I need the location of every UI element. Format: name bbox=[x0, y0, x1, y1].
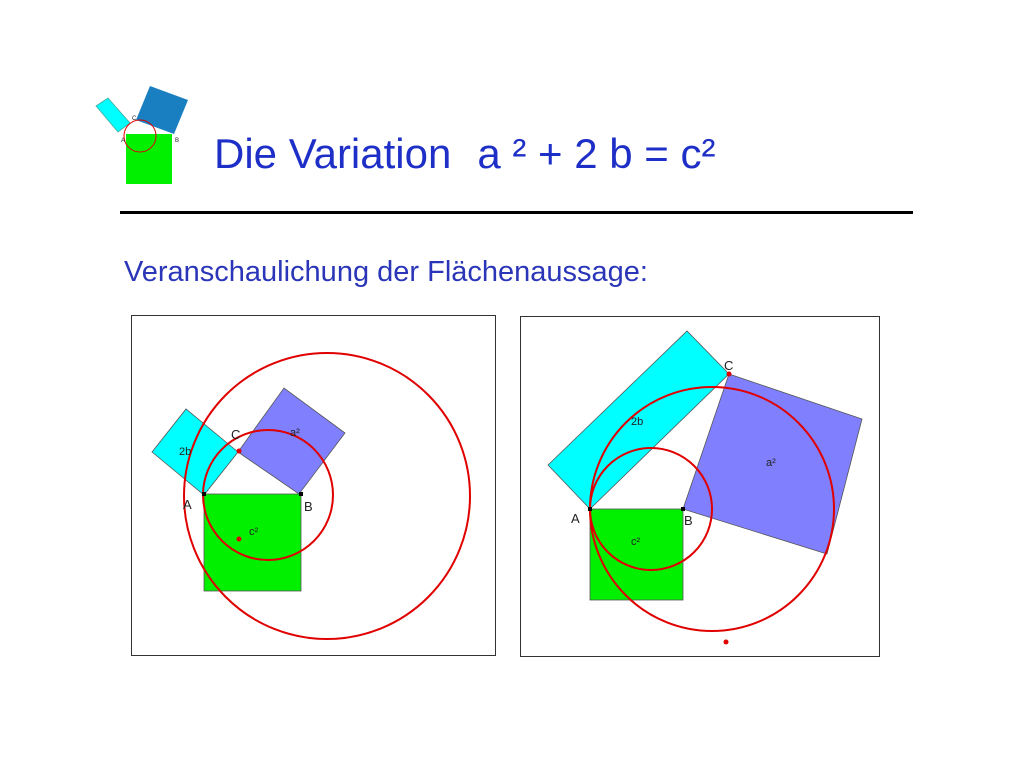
label-c: C bbox=[231, 427, 240, 442]
diagram-left-svg: A B C 2b a² c² bbox=[131, 315, 496, 656]
title-divider bbox=[120, 211, 913, 214]
label-a2: a² bbox=[766, 457, 776, 469]
logo-rect-2b bbox=[95, 97, 131, 133]
point-b bbox=[681, 507, 685, 511]
title-formula: a ² + 2 b = c² bbox=[477, 130, 716, 177]
label-a2: a² bbox=[290, 427, 300, 439]
point-circle-marker bbox=[236, 536, 242, 542]
diagram-right: A B C 2b a² c² bbox=[520, 316, 881, 658]
logo-square-a bbox=[136, 86, 188, 134]
label-2b: 2b bbox=[179, 446, 191, 458]
label-2b: 2b bbox=[631, 416, 643, 428]
point-c bbox=[236, 448, 242, 454]
large-circle bbox=[183, 352, 471, 640]
square-c bbox=[203, 493, 302, 592]
point-a bbox=[202, 492, 206, 496]
title-prefix: Die Variation bbox=[214, 130, 452, 177]
diagram-frame bbox=[131, 315, 496, 656]
logo-figure: A B C bbox=[95, 86, 188, 184]
point-b bbox=[299, 492, 303, 496]
label-c: C bbox=[724, 358, 733, 373]
label-c2: c² bbox=[249, 526, 259, 538]
pythagoras-logo: A B C bbox=[88, 78, 200, 188]
square-a bbox=[682, 373, 863, 555]
logo-label-a: A bbox=[121, 138, 125, 144]
diagram-left: A B C 2b a² c² bbox=[131, 315, 496, 657]
logo-square-c bbox=[126, 134, 172, 184]
label-a: A bbox=[571, 511, 580, 526]
logo-label-c: C bbox=[132, 116, 137, 122]
label-b: B bbox=[684, 513, 693, 528]
point-circle-marker bbox=[723, 639, 729, 645]
diagram-right-svg: A B C 2b a² c² bbox=[520, 316, 880, 657]
label-b: B bbox=[304, 499, 313, 514]
point-c bbox=[726, 371, 732, 377]
square-a bbox=[237, 387, 346, 495]
logo-circle bbox=[123, 119, 157, 153]
logo-label-b: B bbox=[175, 138, 179, 144]
point-a bbox=[588, 507, 592, 511]
page-title: Die Variation a ² + 2 b = c² bbox=[214, 130, 715, 178]
subtitle: Veranschaulichung der Flächenaussage: bbox=[124, 256, 648, 288]
label-a: A bbox=[183, 497, 192, 512]
label-c2: c² bbox=[631, 536, 641, 548]
square-c bbox=[589, 508, 684, 601]
